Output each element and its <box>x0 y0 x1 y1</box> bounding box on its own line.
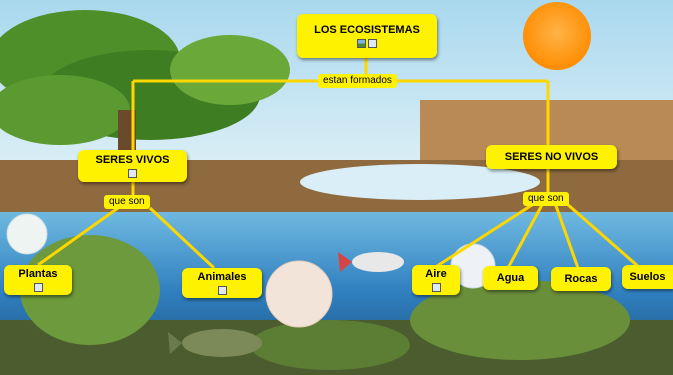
node-seres-no-vivos[interactable]: SERES NO VIVOS <box>486 145 617 169</box>
link-label-que-son: que son <box>523 192 569 206</box>
node-label: Plantas <box>18 268 57 281</box>
node-label: Agua <box>497 272 525 285</box>
note-icon[interactable] <box>218 286 227 295</box>
node-label: Suelos <box>629 271 665 284</box>
image-icon[interactable] <box>357 39 366 48</box>
note-icon[interactable] <box>432 283 441 292</box>
node-suelos[interactable]: Suelos <box>622 265 673 289</box>
node-label: SERES VIVOS <box>96 154 170 167</box>
connector-aire <box>434 203 535 268</box>
node-plantas[interactable]: Plantas <box>4 265 72 295</box>
node-animales[interactable]: Animales <box>182 268 262 298</box>
node-label: Rocas <box>564 273 597 286</box>
note-icon[interactable] <box>34 283 43 292</box>
connector-plantas <box>38 208 118 265</box>
node-label: SERES NO VIVOS <box>505 151 599 164</box>
node-label: LOS ECOSISTEMAS <box>314 24 420 37</box>
note-icon[interactable] <box>368 39 377 48</box>
node-seres-vivos[interactable]: SERES VIVOS <box>78 150 187 182</box>
node-aire[interactable]: Aire <box>412 265 460 295</box>
connector-agua <box>508 203 543 268</box>
node-label: Aire <box>425 268 446 281</box>
connector-suelos <box>566 203 640 268</box>
connector-rocas <box>555 203 578 268</box>
node-los-ecosistemas[interactable]: LOS ECOSISTEMAS <box>297 14 437 58</box>
node-agua[interactable]: Agua <box>483 266 538 290</box>
link-label-que-son: que son <box>104 195 150 209</box>
node-rocas[interactable]: Rocas <box>551 267 611 291</box>
link-label-estan-formados: estan formados <box>318 74 397 88</box>
node-label: Animales <box>198 271 247 284</box>
note-icon[interactable] <box>128 169 137 178</box>
connector-animales <box>150 208 214 268</box>
